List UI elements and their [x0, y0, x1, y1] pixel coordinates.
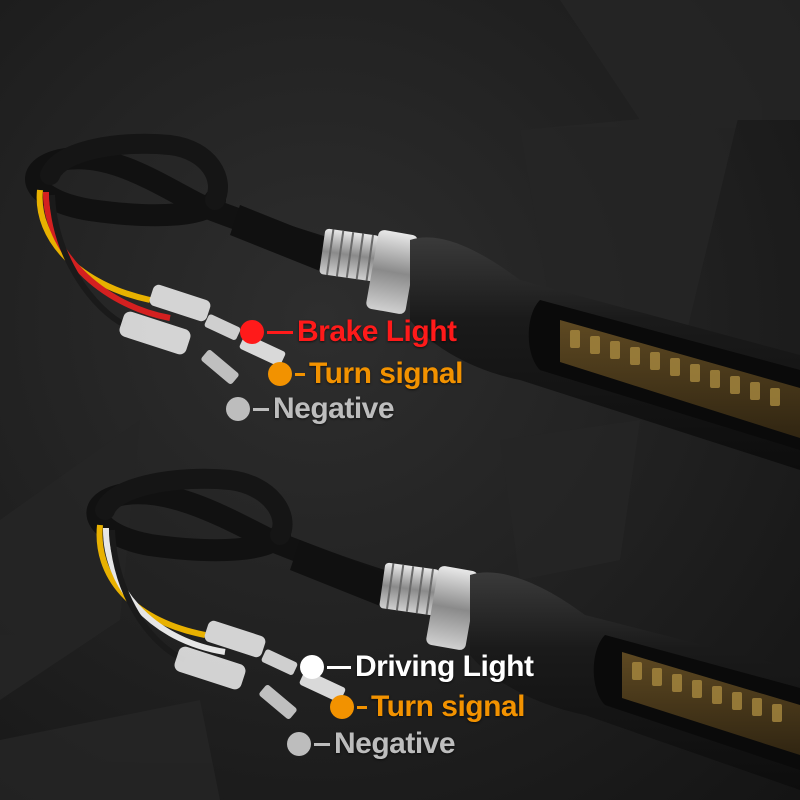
bottom-indicator [86, 468, 800, 790]
leader-line [253, 407, 269, 411]
label-brake-light: Brake Light [240, 315, 457, 349]
label-negative-top: Negative [226, 392, 395, 426]
leader-line [327, 665, 351, 669]
label-turn-signal-top: Turn signal [268, 357, 463, 391]
negative-dot-icon [287, 732, 311, 756]
leader-line [357, 705, 367, 709]
turn-dot-icon [330, 695, 354, 719]
label-text: Negative [273, 392, 395, 425]
leader-line [314, 742, 330, 746]
leader-line [295, 372, 305, 376]
negative-dot-icon [226, 397, 250, 421]
driving-dot-icon [300, 655, 324, 679]
turn-dot-icon [268, 362, 292, 386]
label-driving-light: Driving Light [300, 650, 534, 684]
label-text: Turn signal [371, 690, 525, 723]
label-turn-signal-bottom: Turn signal [330, 690, 525, 724]
label-text: Driving Light [355, 650, 534, 683]
label-negative-bottom: Negative [287, 727, 456, 761]
label-text: Negative [334, 727, 456, 760]
top-indicator [25, 133, 800, 470]
label-text: Brake Light [297, 315, 457, 348]
leader-line [267, 330, 293, 334]
brake-dot-icon [240, 320, 264, 344]
label-text: Turn signal [309, 357, 463, 390]
